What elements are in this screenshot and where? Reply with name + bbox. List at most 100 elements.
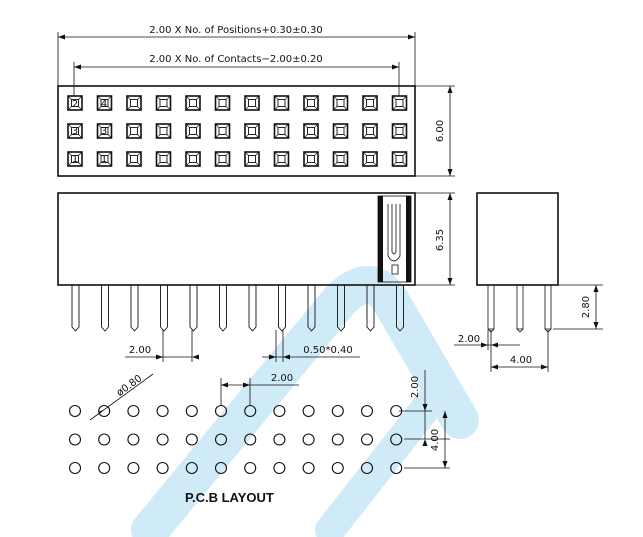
pcb-hole: [331, 461, 344, 475]
pcb-hole: [244, 404, 257, 418]
pcb-hole: [390, 433, 403, 446]
pin: [219, 285, 227, 332]
contact-pad: [391, 151, 408, 167]
pin: [71, 285, 80, 332]
pcb-hole: [360, 433, 374, 446]
pin-pitch-label: 2.00: [129, 345, 151, 356]
contacts-length-label: 2.00 X No. of Contacts−2.00±0.20: [149, 54, 322, 65]
pcb-hole: [390, 461, 403, 475]
dimension-pcb-row-span: 4.00: [404, 411, 450, 469]
dimension-pcb-pitch-x: 2.00: [220, 373, 299, 405]
pad-number: 1: [72, 154, 78, 165]
pcb-hole: [214, 461, 228, 475]
dimension-pin-length: 2.80: [553, 284, 603, 330]
pin: [366, 285, 375, 332]
top-height-label: 6.00: [435, 120, 446, 142]
pcb-hole: [302, 404, 315, 418]
contact-pad: [273, 95, 290, 111]
front-view-pins: [71, 285, 404, 332]
contact-pad: [67, 123, 83, 139]
pcb-hole: [273, 433, 286, 446]
pcb-hole: [273, 404, 286, 418]
contact-pad: [303, 151, 319, 167]
contact-pad: [303, 123, 319, 139]
contact-pad: [126, 95, 142, 111]
contact-pad: [273, 151, 290, 167]
pin: [337, 285, 345, 332]
dimension-positions-length: 2.00 X No. of Positions+0.30±0.30: [57, 25, 416, 86]
pcb-hole: [214, 404, 228, 418]
pcb-hole: [302, 461, 315, 475]
contact-pad: [67, 95, 83, 111]
pcb-hole: [156, 404, 169, 418]
pcb-hole: [98, 433, 111, 446]
pcb-hole: [360, 404, 374, 418]
contact-pad: [391, 123, 408, 139]
pcb-hole: [98, 461, 111, 475]
pcb-hole: [156, 433, 169, 446]
contact-pad: [244, 95, 260, 111]
pcb-holes: [68, 404, 403, 475]
pcb-hole: [273, 461, 286, 475]
front-view: [57, 192, 416, 332]
pcb-hole: [185, 404, 198, 418]
hole-diameter-label: ø0.80: [115, 373, 144, 399]
pin: [396, 285, 404, 332]
pad-number: 3: [101, 126, 107, 137]
pin: [160, 285, 168, 332]
pcb-row-span-label: 4.00: [430, 429, 441, 451]
contact-pad: [332, 95, 349, 111]
top-view-pads: [67, 95, 408, 167]
pcb-hole: [331, 433, 344, 446]
pcb-pitch-x-label: 2.00: [271, 373, 293, 384]
contact-pad: [303, 95, 319, 111]
contact-pad: [273, 123, 290, 139]
pcb-hole: [156, 461, 169, 475]
dimension-pcb-pitch-y: 2.00: [399, 370, 450, 446]
pin-length-label: 2.80: [581, 296, 592, 318]
top-view: 2 4 3 3 1 1: [57, 85, 416, 177]
pcb-hole: [98, 404, 111, 418]
pin: [101, 285, 109, 332]
pcb-hole: [360, 461, 374, 475]
pcb-hole: [244, 461, 257, 475]
pcb-hole: [68, 461, 82, 475]
contact-pad: [244, 123, 260, 139]
contact-pad: [126, 151, 142, 167]
contact-pad: [362, 123, 378, 139]
side-pitch-label: 2.00: [458, 334, 480, 345]
pad-number: 4: [101, 99, 107, 110]
pin: [130, 285, 139, 332]
dimension-side-pitch: 2.00: [454, 330, 520, 350]
pin: [248, 285, 257, 332]
contact-pad: [96, 151, 113, 167]
pcb-hole: [244, 433, 257, 446]
pad-number: 2: [72, 99, 78, 110]
contact-pad: [185, 151, 201, 167]
dimension-pin-size: 0.50*0.40: [262, 330, 360, 362]
contact-pad: [214, 123, 231, 139]
contact-pad: [332, 151, 349, 167]
side-view: [476, 192, 559, 333]
pcb-pitch-y-label: 2.00: [410, 376, 421, 398]
contact-pad: [185, 123, 201, 139]
pcb-hole: [185, 461, 198, 475]
contact-pad: [185, 95, 201, 111]
contact-pad: [362, 151, 378, 167]
pcb-hole: [127, 461, 140, 475]
contact-pad: [155, 123, 172, 139]
pin: [278, 285, 286, 332]
pcb-hole: [302, 433, 315, 446]
pad-number: 3: [72, 126, 78, 137]
pcb-hole: [68, 433, 82, 446]
pad-number: 1: [101, 154, 107, 165]
pcb-hole: [127, 404, 140, 418]
contact-pad: [155, 95, 172, 111]
contact-pad: [214, 95, 231, 111]
dimension-top-height: 6.00: [415, 85, 455, 177]
positions-length-label: 2.00 X No. of Positions+0.30±0.30: [149, 25, 323, 36]
contact-pad: [362, 95, 378, 111]
contact-pad: [96, 95, 113, 111]
contact-pad: [391, 95, 408, 111]
